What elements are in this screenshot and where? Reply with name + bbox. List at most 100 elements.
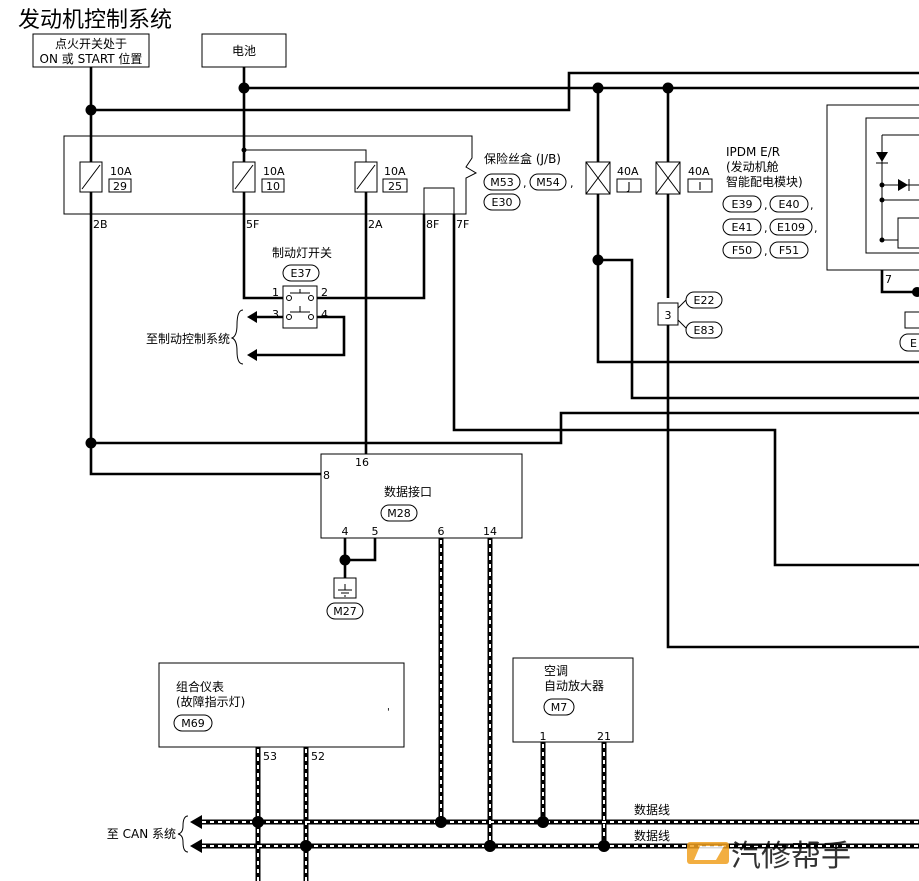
ignition-label-line2: ON 或 START 位置	[40, 51, 143, 66]
separator: ,	[570, 177, 574, 190]
connector-E109	[769, 218, 813, 236]
junction-dot	[339, 554, 351, 566]
connector-M54-label: M54	[536, 176, 560, 189]
ipdm-ground-code: E	[910, 337, 917, 350]
arrow-to-can	[190, 839, 202, 853]
meter-mark: '	[387, 707, 390, 718]
ac-label-line1: 空调	[544, 664, 568, 678]
connector-E40-label: E40	[779, 198, 800, 211]
can-bus-lines	[200, 538, 919, 881]
fuse-internal-link	[244, 149, 367, 162]
brace	[230, 309, 244, 365]
battery-label: 电池	[232, 44, 256, 58]
fuse-29-num: 29	[113, 180, 127, 193]
pin-8F: 8F	[426, 218, 439, 231]
connector-E109-label: E109	[777, 221, 805, 234]
connector-M28	[380, 504, 418, 522]
can-label: 至 CAN 系统	[107, 827, 176, 841]
dlc-label: 数据接口	[384, 484, 432, 499]
data-line-label-1: 数据线	[634, 802, 670, 817]
separator: ,	[810, 199, 814, 212]
fuse-J-amp: 40A	[617, 165, 639, 178]
connector-M69-label: M69	[181, 717, 205, 730]
connector-M27-label: M27	[333, 605, 357, 618]
ignition-label-box	[32, 33, 150, 68]
ipdm-label-line2: (发动机舱	[726, 159, 779, 174]
battery-bus-wire	[242, 67, 919, 90]
connector-F51-label: F51	[779, 244, 799, 257]
junction-dot	[85, 437, 97, 449]
connector-E41	[722, 218, 762, 236]
brake-pin-2: 2	[321, 286, 328, 299]
watermark-text: 汽修帮手	[731, 839, 851, 874]
dlc-pin-16: 16	[355, 456, 369, 469]
dlc-pin-8: 8	[323, 469, 330, 482]
connector-M69	[173, 714, 213, 732]
meter-pin-53: 53	[263, 750, 277, 763]
connector-M27	[326, 602, 364, 620]
fuse-29: 10A 29	[79, 161, 132, 193]
junction-dot	[592, 82, 604, 94]
wire-junction-3	[666, 325, 919, 649]
junction-dot	[435, 816, 447, 828]
junction-dot	[241, 147, 247, 153]
pin-5F: 5F	[246, 218, 259, 231]
junction-dot	[85, 104, 97, 116]
junction-dot	[592, 254, 604, 266]
wire-fuse-J-branch	[598, 258, 919, 400]
wire-5F-to-brake-switch	[242, 88, 283, 300]
junction-dot	[484, 840, 496, 852]
fuse-box-label: 保险丝盒 (J/B)	[484, 151, 561, 166]
dlc-pin-5: 5	[372, 525, 379, 538]
leader-line	[677, 299, 687, 309]
ground-symbol	[333, 577, 357, 599]
connector-F50-label: F50	[732, 244, 752, 257]
connector-E37	[282, 264, 320, 282]
fuse-10-amp: 10A	[263, 165, 285, 178]
junction-dot	[537, 816, 549, 828]
connector-E41-label: E41	[732, 221, 753, 234]
meter-label-line1: 组合仪表	[176, 679, 224, 694]
ac-pin-21: 21	[597, 730, 611, 743]
junction-dot	[252, 816, 264, 828]
connector-M7-label: M7	[551, 701, 568, 714]
wire-2B-to-dlc8	[89, 110, 321, 476]
dlc-pin-6: 6	[438, 525, 445, 538]
connector-E22	[685, 291, 723, 309]
connector-E40	[769, 195, 809, 213]
junction-dot	[300, 840, 312, 852]
arrow-to-brake-control	[247, 311, 257, 323]
separator: ,	[764, 245, 768, 258]
fuse-10-num: 10	[266, 180, 280, 193]
pin-7F: 7F	[456, 218, 469, 231]
connector-M53	[483, 173, 521, 191]
fuse-25-amp: 10A	[384, 165, 406, 178]
pin-2A: 2A	[368, 218, 383, 231]
data-line-label-2: 数据线	[634, 828, 670, 843]
ipdm-module	[826, 104, 919, 352]
meter-box	[158, 662, 405, 748]
dlc-pin-14: 14	[483, 525, 497, 538]
connector-M54	[529, 173, 567, 191]
fuse-25-num: 25	[388, 180, 402, 193]
ac-label-line2: 自动放大器	[544, 678, 604, 693]
dlc-pin-4: 4	[342, 525, 349, 538]
fuse-J-num: J	[626, 180, 630, 193]
connector-E83-label: E83	[694, 324, 715, 337]
ipdm-pin-7: 7	[885, 273, 892, 286]
fuse-I-amp: 40A	[688, 165, 710, 178]
connector-E83	[685, 321, 723, 339]
brake-pin-1: 1	[272, 286, 279, 299]
arrow-to-can	[190, 815, 202, 829]
page-title: 发动机控制系统	[18, 8, 172, 33]
brace	[177, 815, 189, 853]
fuse-internal-8F-7F	[423, 187, 455, 214]
fuse-40A-I: 40A I	[655, 161, 713, 195]
separator: ,	[814, 222, 818, 235]
ipdm-label-line1: IPDM E/R	[726, 145, 780, 159]
brake-switch-label: 制动灯开关	[272, 246, 332, 260]
connector-E30-label: E30	[492, 196, 513, 209]
brake-target-label: 至制动控制系统	[146, 332, 230, 346]
connector-E30	[483, 193, 521, 211]
